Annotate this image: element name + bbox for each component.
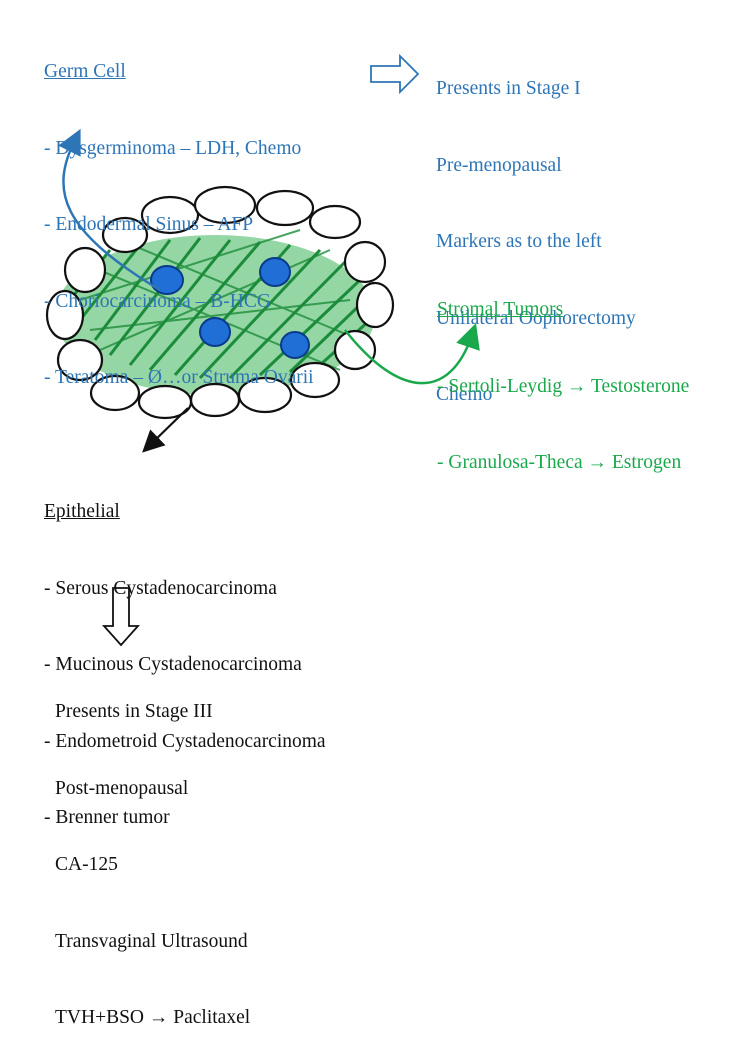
right-block-arrow (370, 53, 420, 95)
germ-cell-item: - Teratoma – Ø…or Struma Ovarii (44, 367, 314, 388)
germ-cell-note: Presents in Stage I (436, 78, 581, 99)
stromal-arrow (344, 323, 480, 385)
germ-cell-note: Unilateral Oophorectomy (436, 307, 636, 329)
germ-cell-item: - Choriocarcinoma – B-HCG (44, 290, 271, 312)
germ-cell-section: Germ Cell - Dysgerminoma – LDH, Chemo - … (44, 8, 314, 416)
epithelial-note: CA-125 (55, 854, 118, 875)
stromal-item: - Granulosa-Theca → Estrogen (437, 452, 682, 473)
epithelial-heading: Epithelial (44, 501, 120, 522)
ovary-diagram (45, 53, 480, 647)
stromal-heading: Stromal Tumors (437, 299, 564, 320)
epithelial-notes: Presents in Stage III Post-menopausal CA… (55, 648, 250, 1056)
germ-cell-heading: Germ Cell (44, 61, 126, 82)
follicle-cells (45, 185, 395, 420)
germ-cell-item: - Endodermal Sinus – AFP (44, 214, 254, 235)
germ-cell-note: Pre-menopausal (436, 154, 562, 176)
epithelial-item: - Mucinous Cystadenocarcinoma (44, 654, 302, 675)
stromal-section: Stromal Tumors - Sertoli-Leydig → Testos… (437, 246, 689, 501)
epithelial-item: - Serous Cystadenocarcinoma (44, 577, 277, 599)
down-block-arrow (101, 587, 141, 647)
epithelial-arrow (142, 407, 189, 453)
epithelial-note: Presents in Stage III (55, 701, 213, 722)
germ-cell-item: - Dysgerminoma – LDH, Chemo (44, 137, 302, 159)
germ-cell-arrow (58, 128, 161, 292)
oocytes (150, 257, 310, 359)
epithelial-note: Post-menopausal (55, 777, 189, 799)
germ-cell-notes: Presents in Stage I Pre-menopausal Marke… (436, 25, 636, 433)
epithelial-note: Transvaginal Ultrasound (55, 930, 248, 952)
germ-cell-note: Markers as to the left (436, 231, 602, 252)
epithelial-item: - Endometroid Cystadenocarcinoma (44, 730, 326, 752)
germ-cell-note: Chemo (436, 384, 493, 405)
stromal-item: - Sertoli-Leydig → Testosterone (437, 375, 690, 397)
epithelial-note: TVH+BSO → Paclitaxel (55, 1007, 251, 1028)
